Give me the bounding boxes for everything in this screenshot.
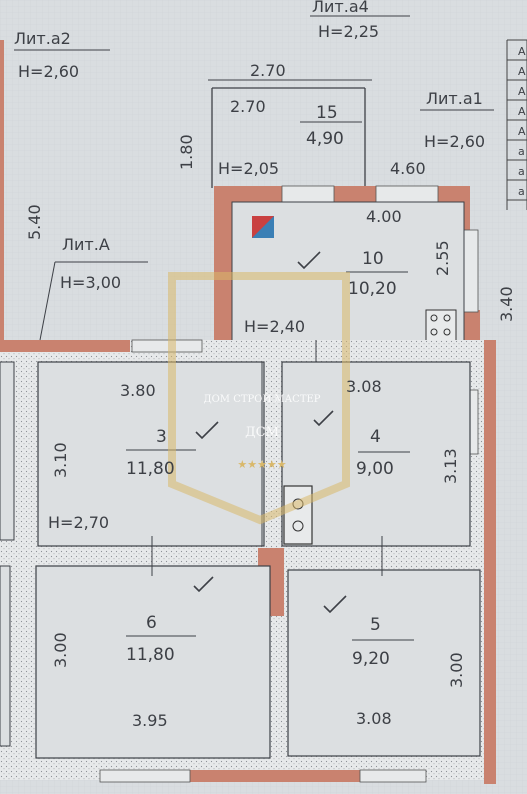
room-6-area xyxy=(35,565,271,759)
room-6-area: 11,80 xyxy=(126,645,175,665)
dim-top-2-70: 2.70 xyxy=(250,61,286,80)
room-3-area xyxy=(37,361,265,547)
room-5-area xyxy=(287,569,481,757)
dim-5-40: 5.40 xyxy=(25,204,44,240)
stove-icon xyxy=(425,309,457,343)
dim-3-00-left: 3.00 xyxy=(51,632,70,668)
lit-a4-label: Лит.а4 xyxy=(312,0,369,16)
lit-a2-height: Н=2,60 xyxy=(18,62,79,81)
dim-3-13: 3.13 xyxy=(441,448,460,484)
lit-a2-label: Лит.а2 xyxy=(14,29,71,48)
side-letter: А xyxy=(518,85,526,98)
room-4-number: 4 xyxy=(370,427,381,447)
watermark-shield xyxy=(168,272,350,525)
room-4-area xyxy=(281,361,471,547)
lit-a1-label: Лит.а1 xyxy=(426,89,483,108)
dim-2-55: 2.55 xyxy=(433,240,452,276)
dim-3-80: 3.80 xyxy=(120,381,156,400)
lit-a1-height: Н=2,60 xyxy=(424,132,485,151)
dim-4-60: 4.60 xyxy=(390,159,426,178)
side-index-column: А А А А А а а а xyxy=(506,39,527,210)
left-edge-wall xyxy=(0,40,4,340)
room-15-outline xyxy=(211,87,366,188)
side-letter: а xyxy=(518,185,525,198)
lit-a-label: Лит.А xyxy=(62,235,110,254)
dim-3-08-bottom: 3.08 xyxy=(356,709,392,728)
height-2-05: Н=2,05 xyxy=(218,159,279,178)
check-marks xyxy=(193,251,347,614)
dim-3-00-right: 3.00 xyxy=(447,652,466,688)
dim-inner-2-70: 2.70 xyxy=(230,97,266,116)
dim-3-40: 3.40 xyxy=(497,286,516,322)
dim-3-08-top: 3.08 xyxy=(346,377,382,396)
room-15-area: 4,90 xyxy=(306,129,344,149)
dim-3-95: 3.95 xyxy=(132,711,168,730)
side-letter: а xyxy=(518,145,525,158)
watermark-logo: ДСМ xyxy=(245,425,279,440)
room-3-area: 11,80 xyxy=(126,459,175,479)
side-letter: А xyxy=(518,45,526,58)
watermark-stars: ★★★★★ xyxy=(237,458,286,471)
side-letter: А xyxy=(518,65,526,78)
room-6-number: 6 xyxy=(146,613,157,633)
room-5-number: 5 xyxy=(370,615,381,635)
room-4-area: 9,00 xyxy=(356,459,394,479)
dimension-lines xyxy=(14,15,494,641)
lit-a4-height: Н=2,25 xyxy=(318,22,379,41)
side-letter: а xyxy=(518,165,525,178)
room-5-area: 9,20 xyxy=(352,649,390,669)
room-10-area: 10,20 xyxy=(348,279,397,299)
watermark-brand: ДОМ СТРОЙ МАСТЕР xyxy=(203,393,320,405)
side-letter: А xyxy=(518,105,526,118)
dim-3-10: 3.10 xyxy=(51,442,70,478)
dim-4-00: 4.00 xyxy=(366,207,402,226)
height-2-40: Н=2,40 xyxy=(244,317,305,336)
lit-a-height: Н=3,00 xyxy=(60,273,121,292)
room-3-number: 3 xyxy=(156,427,167,447)
height-2-70: Н=2,70 xyxy=(48,513,109,532)
boiler-icon xyxy=(252,216,274,238)
chimney-icon xyxy=(283,485,313,545)
dim-1-80: 1.80 xyxy=(177,134,196,170)
room-10-number: 10 xyxy=(362,249,384,269)
left-rooms-edge xyxy=(0,361,15,747)
side-letter: А xyxy=(518,125,526,138)
room-15-number: 15 xyxy=(316,103,338,123)
